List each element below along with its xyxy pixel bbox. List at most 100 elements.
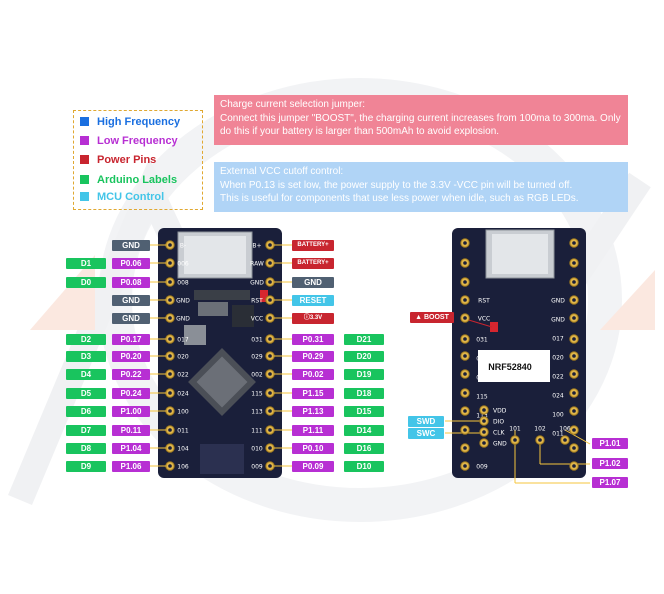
- swc-label: SWC: [408, 428, 444, 439]
- back-left-pad-5-hole: [463, 337, 467, 341]
- front-right-pad-10-hole: [268, 428, 272, 432]
- back-swd-silk-3: GND: [493, 441, 507, 448]
- left-arduino-label-10: D7: [66, 425, 106, 436]
- back-right-pad-2-hole: [572, 280, 576, 284]
- charge-note-body: Connect this jumper "BOOST", the chargin…: [220, 112, 621, 138]
- back-right-pad-1-hole: [572, 261, 576, 265]
- legend-arduino-labels: Arduino Labels: [80, 174, 177, 186]
- right-mcu-label-4: ⓘ3.3V: [292, 313, 334, 324]
- left-mcu-label-5: P0.17: [112, 334, 150, 345]
- back-right-pad-5-hole: [572, 337, 576, 341]
- right-arduino-label-11: D16: [344, 443, 384, 454]
- right-mcu-label-7: P0.02: [292, 369, 334, 380]
- front-left-silk-9: 100: [177, 409, 189, 416]
- back-right-pad-9-hole: [572, 409, 576, 413]
- back-right-silk-4: 022: [552, 374, 564, 381]
- legend-swatch-red-icon: [80, 155, 89, 164]
- front-left-silk-1: 006: [177, 261, 189, 268]
- legend-mcu-control: MCU Control: [80, 191, 164, 203]
- vcc-note-title: External VCC cutoff control:: [220, 166, 344, 177]
- back-left-silk-1: 029: [476, 356, 488, 363]
- right-arduino-label-6: D20: [344, 351, 384, 362]
- right-arduino-label-5: D21: [344, 334, 384, 345]
- back-swd-pad-2-hole: [482, 430, 486, 434]
- back-bottom-pad-2-hole: [563, 438, 567, 442]
- legend-power-pins: Power Pins: [80, 154, 156, 166]
- right-mcu-label-9: P1.13: [292, 406, 334, 417]
- back-right-silk-3: 020: [552, 355, 564, 362]
- left-arduino-label-6: D3: [66, 351, 106, 362]
- left-arduino-label-1: D1: [66, 258, 106, 269]
- legend: High Frequency Low Frequency Power Pins …: [73, 110, 203, 210]
- left-mcu-label-9: P1.00: [112, 406, 150, 417]
- front-left-pad-9-hole: [168, 409, 172, 413]
- front-left-silk-7: 022: [177, 372, 189, 379]
- left-mcu-label-1: P0.06: [112, 258, 150, 269]
- back-left-silk-0: 031: [476, 337, 488, 344]
- left-arduino-label-11: D8: [66, 443, 106, 454]
- back-left-pad-11-hole: [463, 446, 467, 450]
- back-right-pad-6-hole: [572, 354, 576, 358]
- front-left-silk-10: 011: [177, 428, 189, 435]
- front-right-silk-8: 115: [251, 391, 263, 398]
- back-left-pad-2-hole: [463, 280, 467, 284]
- front-left-pad-5-hole: [168, 337, 172, 341]
- back-swd-pad-0-hole: [482, 408, 486, 412]
- front-right-pad-3-hole: [268, 298, 272, 302]
- left-mcu-label-11: P1.04: [112, 443, 150, 454]
- front-board: [158, 228, 282, 478]
- front-right-silk-5: 031: [251, 337, 263, 344]
- back-right-silk-0: GND: [551, 298, 565, 305]
- right-mcu-label-8: P1.15: [292, 388, 334, 399]
- back-rst-silk: RST: [478, 298, 490, 305]
- p1-07-label: P1.07: [592, 477, 628, 488]
- front-left-silk-6: 020: [177, 354, 189, 361]
- front-left-silk-0: B-: [180, 243, 186, 250]
- back-swd-pad-1-hole: [482, 419, 486, 423]
- legend-swatch-blue-icon: [80, 117, 89, 126]
- charge-jumper-note: Charge current selection jumper: Connect…: [214, 95, 628, 145]
- right-mcu-label-6: P0.29: [292, 351, 334, 362]
- back-right-pad-8-hole: [572, 391, 576, 395]
- left-arduino-label-9: D6: [66, 406, 106, 417]
- back-left-pad-10-hole: [463, 428, 467, 432]
- right-mcu-label-3: RESET: [292, 295, 334, 306]
- front-right-pad-11-hole: [268, 446, 272, 450]
- right-mcu-label-12: P0.09: [292, 461, 334, 472]
- left-mcu-label-6: P0.20: [112, 351, 150, 362]
- front-right-silk-4: VCC: [251, 316, 263, 323]
- nrf52840-chip-label: NRF52840: [480, 360, 540, 374]
- front-right-pad-8-hole: [268, 391, 272, 395]
- right-mcu-label-5: P0.31: [292, 334, 334, 345]
- front-right-pad-5-hole: [268, 337, 272, 341]
- right-mcu-label-10: P1.11: [292, 425, 334, 436]
- front-right-pad-12-hole: [268, 464, 272, 468]
- front-left-pad-0-hole: [168, 243, 172, 247]
- front-left-pad-3-hole: [168, 298, 172, 302]
- back-right-silk-7: 011: [552, 431, 564, 438]
- right-arduino-label-10: D14: [344, 425, 384, 436]
- boost-jumper-label: ▲ BOOST: [410, 312, 454, 323]
- left-mcu-label-0: GND: [112, 240, 150, 251]
- front-left-silk-12: 106: [177, 464, 189, 471]
- front-left-silk-4: GND: [176, 316, 190, 323]
- front-left-pad-7-hole: [168, 372, 172, 376]
- front-right-pad-0-hole: [268, 243, 272, 247]
- front-right-silk-2: GND: [250, 280, 264, 287]
- right-mcu-label-2: GND: [292, 277, 334, 288]
- back-bottom-silk-1: 101: [509, 426, 521, 433]
- left-mcu-label-8: P0.24: [112, 388, 150, 399]
- back-right-silk-1: GND: [551, 317, 565, 324]
- front-right-pad-9-hole: [268, 409, 272, 413]
- back-right-silk-6: 100: [552, 412, 564, 419]
- front-right-pad-2-hole: [268, 280, 272, 284]
- legend-swatch-green-icon: [80, 175, 89, 184]
- back-vcc-silk: VCC: [478, 316, 490, 323]
- front-left-pad-12-hole: [168, 464, 172, 468]
- front-right-silk-3: RST: [251, 298, 263, 305]
- back-right-pad-12-hole: [572, 464, 576, 468]
- right-mcu-label-11: P0.10: [292, 443, 334, 454]
- front-right-silk-1: RAW: [250, 261, 264, 268]
- back-left-pad-0-hole: [463, 241, 467, 245]
